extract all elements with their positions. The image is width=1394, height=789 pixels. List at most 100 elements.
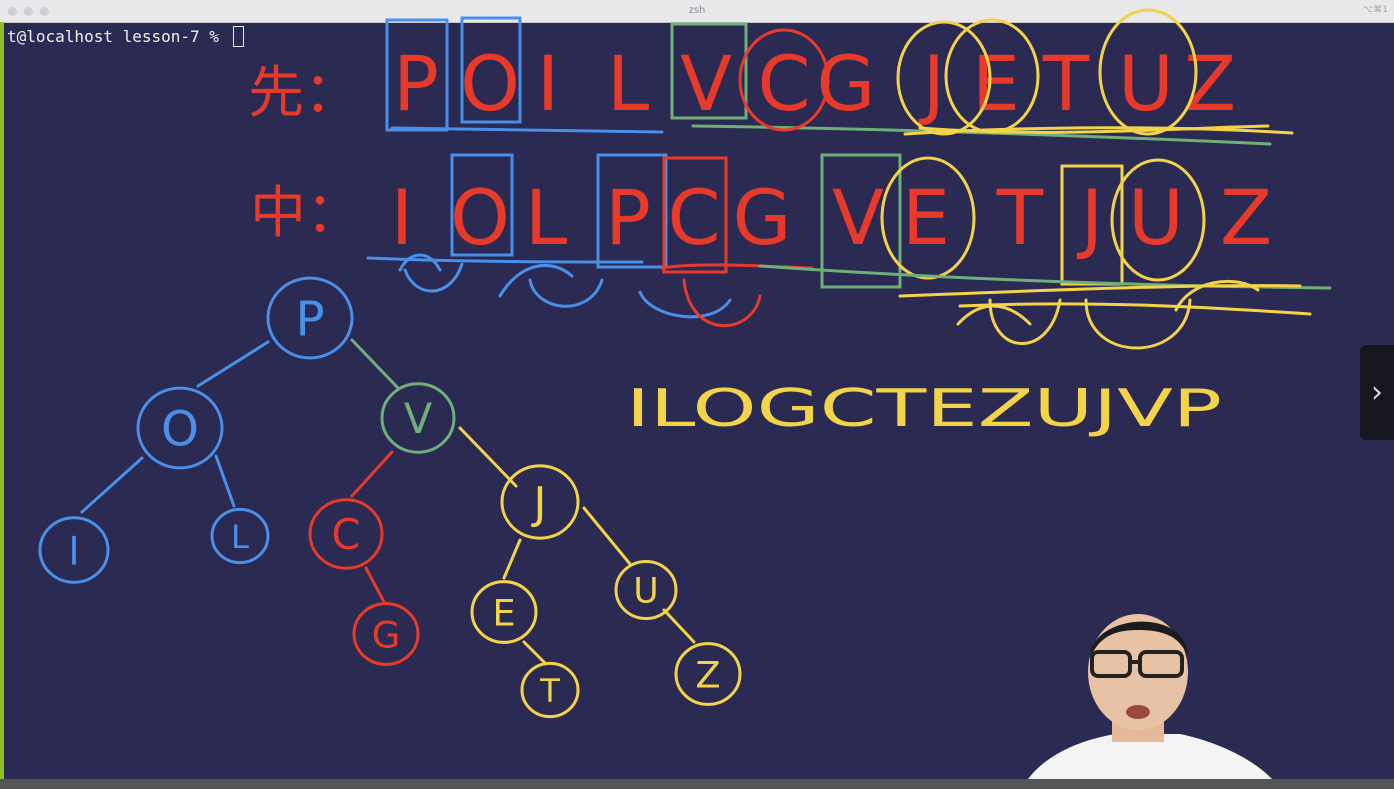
tree-node-circle (136, 386, 224, 470)
tree-node-label: L (231, 518, 249, 556)
inorder-underline-yellow-2 (958, 302, 1312, 316)
inorder-box-V (820, 153, 902, 289)
inorder-underline-left (366, 256, 644, 264)
tree-node-label: J (531, 478, 547, 529)
tree-edge-P-O (196, 340, 270, 388)
in-letter: L (525, 173, 567, 262)
inorder-label: 中： (250, 181, 362, 246)
tree-node-circle (614, 560, 678, 620)
in-letter: T (996, 173, 1044, 262)
split-arc-1 (398, 253, 442, 272)
terminal-prompt-line: t@localhost lesson-7 % (7, 26, 244, 47)
in-letter: I (391, 173, 413, 262)
pre-letter: J (919, 39, 945, 128)
preorder-underline-yellow-2 (918, 124, 1270, 134)
tree-node-label: V (404, 395, 432, 443)
preorder-box-O (460, 16, 522, 124)
split-arc-5 (638, 290, 732, 319)
pre-letter: P (393, 39, 439, 128)
in-letter: O (450, 173, 510, 262)
chevron-right-icon: › (1371, 374, 1383, 410)
terminal-cursor (232, 26, 244, 47)
tree-node-circle (520, 661, 580, 719)
tree-node-label: T (539, 672, 560, 710)
tree-node-V: V (380, 382, 456, 454)
inorder-underline-yellow-1 (898, 284, 1302, 298)
tree-node-circle (210, 507, 270, 565)
preorder-box-V (670, 22, 748, 120)
tree-node-circle (38, 516, 110, 584)
tree-node-G: G (352, 602, 420, 666)
split-arc-6 (682, 278, 762, 328)
in-letter: C (667, 173, 720, 262)
tree-node-circle (500, 464, 580, 540)
split-arc-3 (498, 263, 574, 298)
preorder-circle-E (944, 18, 1040, 134)
inorder-box-C (662, 156, 728, 274)
tree-node-I: I (38, 516, 110, 584)
tree-node-label: C (332, 511, 361, 559)
preorder-circle-J (896, 20, 992, 136)
tree-node-E: E (470, 580, 538, 644)
postorder-answer: ILOGCTEZUJVP (626, 379, 1222, 439)
inorder-circle-U (1110, 158, 1206, 282)
pre-letter: Z (1184, 39, 1236, 128)
tree-node-L: L (210, 507, 270, 565)
inorder-box-P (596, 153, 668, 269)
tree-node-circle (470, 580, 538, 644)
tree-node-circle (352, 602, 420, 666)
tree-edge-C-G (364, 566, 386, 604)
tree-node-label: P (295, 292, 324, 348)
tree-edge-E-T (522, 640, 548, 666)
preorder-circle-C (738, 28, 830, 132)
pre-letter: O (460, 39, 520, 128)
in-letter: P (605, 173, 651, 262)
split-arc-10 (1174, 279, 1260, 312)
in-letter: U (1128, 173, 1184, 262)
zoom-window-button[interactable] (40, 7, 49, 16)
tree-edge-O-I (80, 456, 144, 514)
tree-edge-U-Z (662, 608, 696, 644)
preorder-underline-yellow-1 (903, 126, 1294, 136)
split-arc-2 (403, 262, 464, 293)
annotation-tool-edge (0, 22, 4, 779)
split-arc-9 (1084, 298, 1192, 350)
tree-node-label: O (161, 402, 199, 458)
tree-node-Z: Z (674, 642, 742, 706)
tree-edge-J-U (582, 506, 632, 566)
preorder-circle-U (1098, 8, 1198, 136)
inorder-circle-E (880, 156, 976, 280)
in-letter: G (733, 173, 792, 262)
in-letter: J (1077, 173, 1103, 262)
pre-letter: U (1118, 39, 1174, 128)
tree-node-O: O (136, 386, 224, 470)
split-arc-4 (528, 278, 604, 308)
inorder-box-O (450, 153, 514, 257)
tree-edge-P-V (350, 338, 400, 390)
tree-node-T: T (520, 661, 580, 719)
presenter-webcam (1028, 614, 1272, 779)
pre-letter: T (1042, 39, 1090, 128)
tree-node-label: U (633, 572, 658, 612)
pre-letter: G (817, 39, 876, 128)
pre-letter: I (537, 39, 559, 128)
bottom-status-bar (0, 779, 1394, 789)
tree-node-label: Z (695, 653, 720, 696)
split-arc-7 (956, 304, 1032, 326)
side-panel-toggle[interactable]: › (1360, 345, 1394, 440)
terminal-area[interactable]: t@localhost lesson-7 % (4, 22, 1394, 779)
in-letter: Z (1220, 173, 1272, 262)
in-letter: E (902, 173, 950, 262)
close-window-button[interactable] (8, 7, 17, 16)
binary-tree: P O V I L C J GE U T Z (38, 276, 742, 719)
presenter-hair (1090, 621, 1188, 658)
tree-node-U: U (614, 560, 678, 620)
tree-node-P: P (266, 276, 354, 360)
split-arc-8 (988, 298, 1062, 345)
presenter-mouth (1126, 705, 1150, 719)
preorder-label: 先： (248, 61, 360, 126)
terminal-prompt: t@localhost lesson-7 % (7, 27, 229, 46)
minimize-window-button[interactable] (24, 7, 33, 16)
